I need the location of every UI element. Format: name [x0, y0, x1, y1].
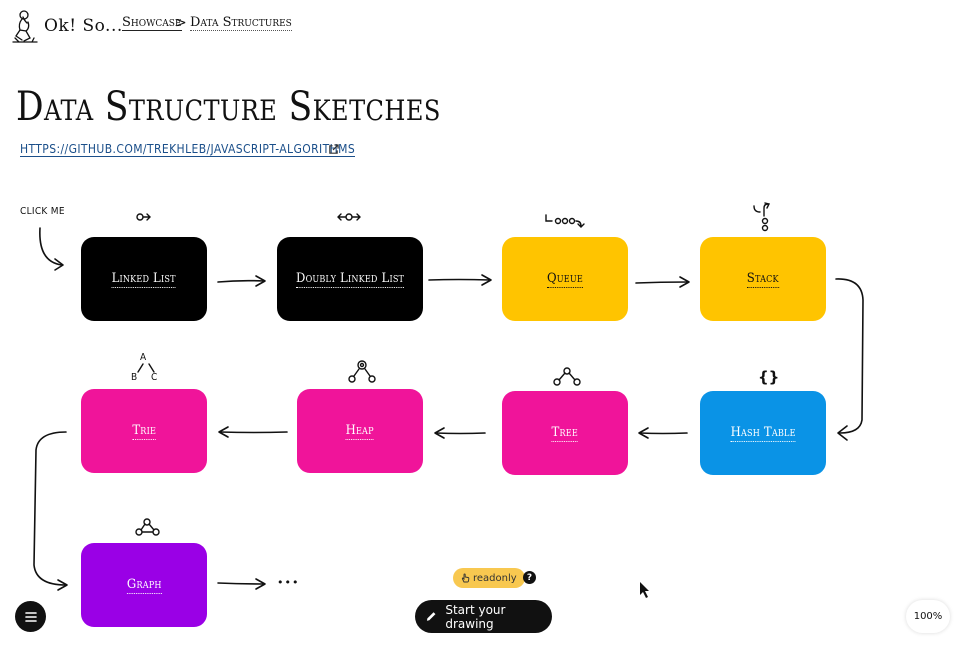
arrow-queue-to-stack [635, 281, 689, 284]
arrow-heap-to-trie [219, 431, 288, 434]
tree-glyph [553, 367, 581, 386]
card-label: Trie [132, 422, 156, 440]
pencil-icon [426, 612, 436, 621]
repo-link[interactable]: https://github.com/trekhleb/javascript-a… [20, 142, 356, 157]
start-drawing-button[interactable]: Start your drawing [415, 600, 552, 633]
doubly-linked-glyph [337, 213, 361, 221]
card-doubly-linked-list[interactable]: Doubly Linked List [277, 237, 423, 321]
stack-glyph [753, 202, 771, 232]
card-label: Linked List [111, 270, 177, 288]
card-label: Heap [345, 422, 375, 440]
arrow-stack-to-hash [835, 278, 864, 434]
card-hash-table[interactable]: Hash Table [700, 391, 826, 475]
more-ellipsis: ••• [277, 576, 300, 589]
menu-button[interactable] [15, 601, 46, 632]
hand-icon [461, 573, 470, 583]
card-label: Queue [547, 270, 583, 288]
card-label: Tree [551, 424, 579, 442]
trie-glyph-a: A [140, 352, 147, 363]
arrow-hash-to-tree [639, 432, 688, 435]
arrow-doubly-to-queue [428, 278, 491, 281]
heap-glyph [348, 360, 376, 383]
arrow-linked-to-doubly [217, 279, 265, 283]
card-label: Doubly Linked List [295, 270, 405, 288]
card-label: Graph [126, 576, 162, 594]
zoom-level[interactable]: 100% [906, 600, 950, 633]
linked-list-glyph [136, 213, 151, 221]
readonly-badge: readonly [453, 568, 525, 588]
readonly-label: readonly [473, 572, 517, 584]
menu-icon [24, 611, 37, 622]
card-stack[interactable]: Stack [700, 237, 826, 321]
card-trie[interactable]: Trie [81, 389, 207, 473]
click-me-arrow [39, 227, 63, 266]
trie-glyph-lines [137, 363, 155, 373]
breadcrumb-current: Data Structures [190, 15, 292, 31]
thinker-logo-icon[interactable] [10, 8, 40, 44]
card-label: Hash Table [730, 424, 796, 442]
queue-glyph [545, 214, 585, 228]
breadcrumb-showcase[interactable]: Showcase [122, 15, 182, 31]
trie-glyph-b: B [131, 372, 138, 383]
hash-table-glyph: {} [758, 368, 780, 386]
arrow-graph-to-more [217, 582, 265, 585]
help-icon[interactable]: ? [523, 571, 536, 584]
graph-glyph [135, 518, 160, 536]
card-heap[interactable]: Heap [297, 389, 423, 473]
card-queue[interactable]: Queue [502, 237, 628, 321]
click-me-note: click me [20, 206, 65, 217]
card-graph[interactable]: Graph [81, 543, 207, 627]
brand-name[interactable]: Ok! So... [44, 16, 123, 36]
cursor-icon [640, 582, 649, 598]
card-label: Stack [747, 270, 779, 288]
breadcrumb-separator: > [175, 15, 187, 31]
trie-glyph-c: C [151, 372, 158, 383]
start-drawing-label: Start your drawing [445, 602, 506, 631]
card-linked-list[interactable]: Linked List [81, 237, 207, 321]
arrow-tree-to-heap [435, 432, 486, 435]
external-link-icon[interactable] [328, 144, 339, 155]
header: Ok! So... Showcase > Data Structures [0, 0, 960, 50]
arrow-trie-to-graph [33, 431, 67, 586]
page-title: Data Structure Sketches [16, 84, 441, 130]
card-tree[interactable]: Tree [502, 391, 628, 475]
